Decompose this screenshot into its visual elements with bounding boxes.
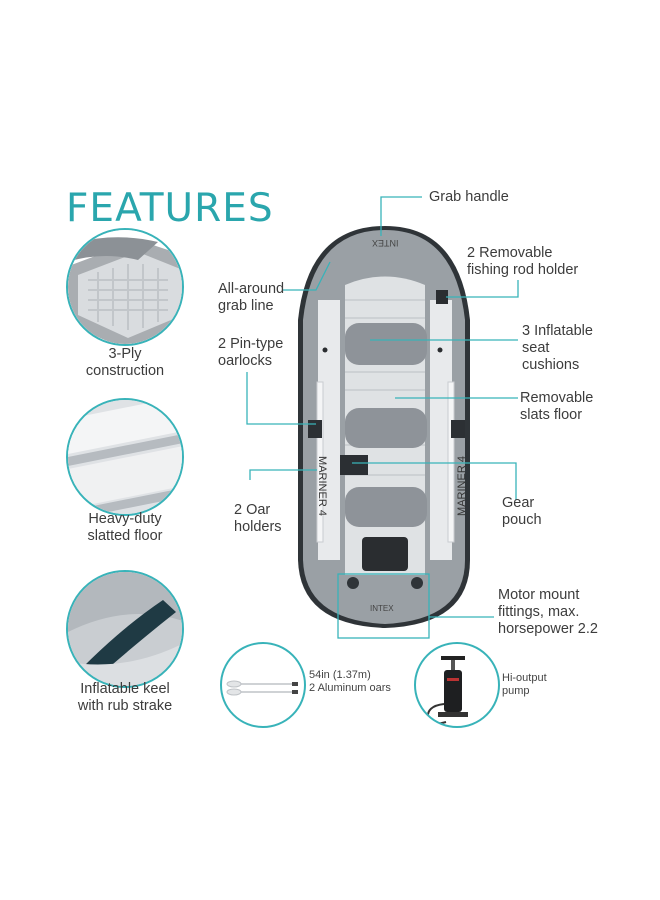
seat-cushion bbox=[345, 323, 427, 365]
label-line: Motor mount bbox=[498, 587, 580, 603]
label-line: horsepower 2.2 bbox=[498, 621, 598, 637]
label-line: oarlocks bbox=[218, 353, 272, 369]
label-line: Grab handle bbox=[429, 189, 509, 205]
caption-line: slatted floor bbox=[87, 528, 163, 544]
boat-brand-top: INTEX bbox=[372, 238, 399, 248]
seat-cushion bbox=[345, 487, 427, 527]
caption-line: with rub strake bbox=[77, 698, 173, 714]
caption-line: Inflatable keel bbox=[80, 681, 170, 697]
ply-material-icon bbox=[66, 228, 184, 346]
feature-caption-floor: Heavy-duty slatted floor bbox=[50, 511, 200, 545]
label-line: cushions bbox=[522, 357, 580, 373]
label-line: holders bbox=[234, 519, 282, 535]
label-line: slats floor bbox=[520, 407, 583, 423]
label-gear-pouch: Gear pouch bbox=[502, 495, 542, 529]
pump-icon bbox=[414, 642, 500, 728]
seat-cushion bbox=[345, 408, 427, 448]
label-line: fittings, max. bbox=[498, 604, 580, 620]
label-slats-floor: Removable slats floor bbox=[520, 390, 593, 424]
label-line: grab line bbox=[218, 298, 274, 314]
oars-label: 2 Aluminum oars bbox=[309, 682, 391, 694]
label-grab-line: All-around grab line bbox=[218, 281, 284, 315]
boat-model-right: MARINER 4 bbox=[455, 456, 468, 516]
label-seat-cushions: 3 Inflatable seat cushions bbox=[522, 323, 593, 374]
oars-caption: 54in (1.37m) 2 Aluminum oars bbox=[309, 669, 391, 695]
label-line: 2 Removable bbox=[467, 245, 553, 261]
pump-caption: Hi-output pump bbox=[502, 672, 547, 698]
label-motor-mount: Motor mount fittings, max. horsepower 2.… bbox=[498, 587, 598, 638]
label-oar-holders: 2 Oar holders bbox=[234, 502, 282, 536]
boat-model-left: MARINER 4 bbox=[315, 456, 328, 516]
caption-line: Heavy-duty bbox=[88, 511, 162, 527]
feature-caption-ply: 3-Ply construction bbox=[50, 346, 200, 380]
label-oarlocks: 2 Pin-type oarlocks bbox=[218, 336, 283, 370]
label-line: seat bbox=[522, 340, 550, 356]
label-line: Gear bbox=[502, 495, 535, 511]
gear-pouch bbox=[340, 455, 368, 475]
pump-label-line: pump bbox=[502, 685, 530, 697]
label-line: 2 Pin-type bbox=[218, 336, 284, 352]
label-line: fishing rod holder bbox=[467, 262, 579, 278]
oars-icon bbox=[220, 642, 306, 728]
caption-line: construction bbox=[85, 363, 165, 379]
label-rod-holder: 2 Removable fishing rod holder bbox=[467, 245, 578, 279]
label-grab-handle: Grab handle bbox=[429, 189, 509, 206]
oars-length: 54in (1.37m) bbox=[309, 669, 371, 681]
label-line: Removable bbox=[520, 390, 594, 406]
caption-line: 3-Ply bbox=[108, 346, 142, 362]
boat-brand-stern: INTEX bbox=[370, 604, 394, 613]
pump-label-line: Hi-output bbox=[502, 672, 547, 684]
feature-caption-keel: Inflatable keel with rub strake bbox=[50, 681, 200, 715]
label-line: 2 Oar bbox=[234, 502, 271, 518]
keel-icon bbox=[66, 570, 184, 688]
page-title: FEATURES bbox=[66, 186, 274, 231]
label-line: pouch bbox=[502, 512, 542, 528]
slatted-floor-icon bbox=[66, 398, 184, 516]
label-line: 3 Inflatable bbox=[522, 323, 593, 339]
label-line: All-around bbox=[218, 281, 285, 297]
